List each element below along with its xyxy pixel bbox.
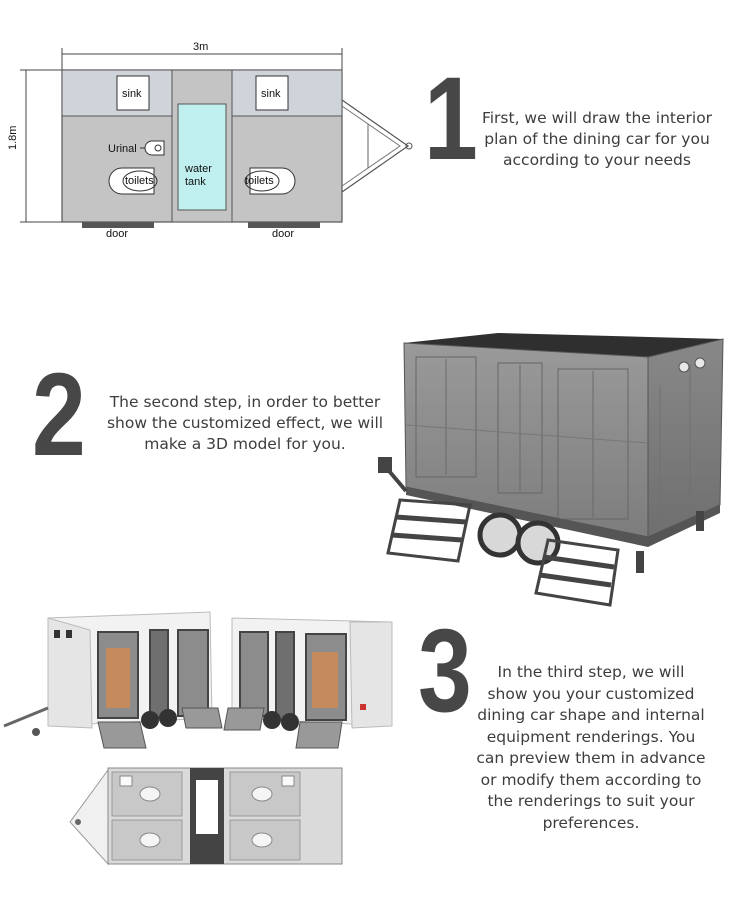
sink-label-right: sink	[261, 88, 281, 100]
step-3-line: equipment renderings. You	[486, 727, 696, 746]
trailer-3d-model	[378, 325, 728, 610]
step-3-text: In the third step, we will show you your…	[468, 662, 714, 834]
step-2-line: The second step, in order to better	[109, 393, 381, 411]
step-3-number: 3	[418, 605, 472, 737]
floor-plan-drawing	[20, 48, 413, 228]
step-2-number: 2	[32, 349, 86, 481]
trailer-renderings-drawing	[3, 611, 393, 866]
floor-plan: 3m 1.8m sink sink Urinal water tank toil…	[0, 0, 420, 250]
step-3-line: or modify them according to	[480, 770, 702, 789]
water-tank-line-2: tank	[185, 176, 206, 188]
step-1-line: according to your needs	[503, 151, 691, 169]
step-2-line: make a 3D model for you.	[144, 435, 346, 453]
step-2-text: The second step, in order to better show…	[95, 392, 395, 455]
toilets-label-left: toilets	[125, 175, 154, 187]
step-3-line: preferences.	[542, 813, 640, 832]
door-label-left: door	[106, 228, 129, 240]
step-3-line: show you your customized	[487, 684, 695, 703]
trailer-renderings	[0, 608, 410, 898]
water-tank-label: water tank	[185, 163, 212, 189]
sink-label-left: sink	[122, 88, 142, 100]
width-dimension-label: 3m	[193, 41, 209, 53]
step-3-line: the renderings to suit your	[487, 792, 695, 810]
step-1-line: First, we will draw the interior	[481, 109, 713, 127]
step-3-line: dining car shape and internal	[477, 706, 705, 724]
step-1-line: plan of the dining car for you	[484, 130, 710, 148]
step-3-line: In the third step, we will	[497, 663, 685, 681]
step-1-number: 1	[424, 53, 478, 185]
step-2-line: show the customized effect, we will	[106, 414, 384, 432]
step-3-line: can preview them in advance	[476, 749, 706, 767]
trailer-3d-model-drawing	[378, 333, 724, 607]
height-dimension-label: 1.8m	[7, 125, 19, 150]
urinal-label: Urinal	[108, 143, 137, 155]
step-1-text: First, we will draw the interior plan of…	[462, 108, 732, 171]
water-tank-line-1: water	[185, 163, 212, 175]
toilets-label-right: toilets	[245, 175, 274, 187]
door-label-right: door	[272, 228, 295, 240]
